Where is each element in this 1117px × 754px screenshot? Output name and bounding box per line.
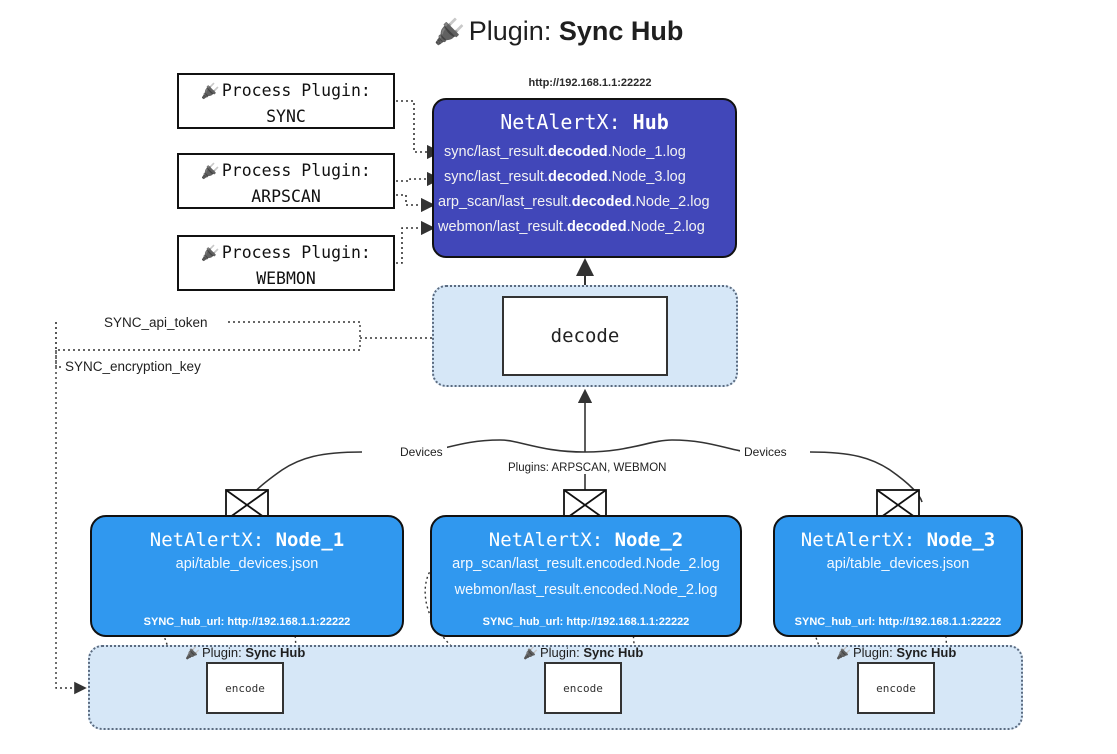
node-footer: SYNC_hub_url: http://192.168.1.1:22222: [482, 616, 690, 628]
node-title-name: Node_1: [275, 529, 345, 551]
cluster-label-name: Sync Hub: [896, 645, 957, 660]
hub-title-name: Hub: [632, 110, 669, 134]
node-title-prefix: NetAlertX:: [149, 529, 265, 551]
cluster-label-name: Sync Hub: [245, 645, 306, 660]
plug-icon: 🔌: [185, 646, 200, 660]
title-name: Sync Hub: [558, 16, 684, 46]
encode-box-node-3[interactable]: encode: [857, 662, 935, 714]
plug-icon: 🔌: [201, 162, 220, 180]
node-footer: SYNC_hub_url: http://192.168.1.1:22222: [794, 616, 1002, 628]
edge-label-plugins: Plugins: ARPSCAN, WEBMON: [504, 462, 671, 474]
cluster-label-name: Sync Hub: [583, 645, 644, 660]
plug-icon: 🔌: [201, 244, 220, 262]
log-mid: decoded: [547, 169, 608, 185]
process-plugin-value: SYNC: [266, 107, 306, 126]
page-title: 🔌Plugin: Sync Hub: [0, 16, 1117, 47]
plug-icon: 🔌: [433, 18, 465, 46]
cluster-label-prefix: Plugin:: [201, 645, 242, 660]
node-title-name: Node_2: [614, 529, 684, 551]
node-line: api/table_devices.json: [175, 556, 319, 572]
encode-box-node-2[interactable]: encode: [544, 662, 622, 714]
hub-log-line: sync/last_result.decoded.Node_1.log: [434, 140, 735, 165]
process-plugin-label: Process Plugin:: [221, 81, 371, 100]
hub-title: NetAlertX: Hub: [434, 110, 735, 134]
decode-box[interactable]: decode: [502, 296, 668, 376]
node-line: api/table_devices.json: [826, 556, 970, 572]
log-post: .Node_2.log: [631, 194, 710, 210]
encode-box-node-1[interactable]: encode: [206, 662, 284, 714]
process-plugin-sync[interactable]: 🔌Process Plugin: SYNC: [177, 73, 395, 129]
log-post: .Node_1.log: [607, 144, 686, 160]
log-mid: decoded: [547, 144, 608, 160]
plug-icon: 🔌: [836, 646, 851, 660]
hub-title-prefix: NetAlertX:: [500, 110, 621, 134]
log-pre: arp_scan/last_result.: [438, 194, 572, 210]
plug-icon: 🔌: [201, 82, 220, 100]
node-title: NetAlertX: Node_3: [775, 529, 1021, 551]
node-title-prefix: NetAlertX:: [488, 529, 604, 551]
node-2[interactable]: NetAlertX: Node_2 arp_scan/last_result.e…: [430, 515, 742, 637]
node-line: webmon/last_result.encoded.Node_2.log: [454, 582, 718, 598]
log-post: .Node_3.log: [607, 169, 686, 185]
hub-log-line: webmon/last_result.decoded.Node_2.log: [434, 215, 735, 240]
node-title-name: Node_3: [926, 529, 996, 551]
process-plugin-webmon[interactable]: 🔌Process Plugin: WEBMON: [177, 235, 395, 291]
log-post: .Node_2.log: [626, 219, 705, 235]
setting-api-token: SYNC_api_token: [101, 315, 211, 330]
plug-icon: 🔌: [523, 646, 538, 660]
hub-log-line: sync/last_result.decoded.Node_3.log: [434, 165, 735, 190]
edge-label-devices-left: Devices: [396, 445, 447, 459]
log-mid: decoded: [571, 194, 632, 210]
log-pre: sync/last_result.: [444, 169, 548, 185]
node-title: NetAlertX: Node_2: [432, 529, 740, 551]
cluster-label-prefix: Plugin:: [539, 645, 580, 660]
edge-label-devices-right: Devices: [740, 445, 791, 459]
node-1[interactable]: NetAlertX: Node_1 api/table_devices.json…: [90, 515, 404, 637]
process-plugin-value: ARPSCAN: [251, 187, 321, 206]
cluster-label-prefix: Plugin:: [852, 645, 893, 660]
cluster-label-node-1: 🔌Plugin: Sync Hub: [185, 645, 305, 660]
node-footer: SYNC_hub_url: http://192.168.1.1:22222: [143, 616, 351, 628]
cluster-label-node-2: 🔌Plugin: Sync Hub: [523, 645, 643, 660]
node-title: NetAlertX: Node_1: [92, 529, 402, 551]
setting-encryption-key: SYNC_encryption_key: [62, 359, 204, 374]
title-prefix: Plugin:: [468, 16, 552, 46]
process-plugin-label: Process Plugin:: [221, 243, 371, 262]
cluster-label-node-3: 🔌Plugin: Sync Hub: [836, 645, 956, 660]
node-3[interactable]: NetAlertX: Node_3 api/table_devices.json…: [773, 515, 1023, 637]
log-mid: decoded: [566, 219, 627, 235]
process-plugin-label: Process Plugin:: [221, 161, 371, 180]
hub-log-line: arp_scan/last_result.decoded.Node_2.log: [434, 190, 735, 215]
log-pre: sync/last_result.: [444, 144, 548, 160]
process-plugin-value: WEBMON: [256, 269, 316, 288]
log-pre: webmon/last_result.: [438, 219, 567, 235]
hub-url: http://192.168.1.1:22222: [528, 77, 652, 89]
hub-node[interactable]: NetAlertX: Hub sync/last_result.decoded.…: [432, 98, 737, 258]
node-title-prefix: NetAlertX:: [800, 529, 916, 551]
process-plugin-arpscan[interactable]: 🔌Process Plugin: ARPSCAN: [177, 153, 395, 209]
node-line: arp_scan/last_result.encoded.Node_2.log: [452, 556, 720, 572]
